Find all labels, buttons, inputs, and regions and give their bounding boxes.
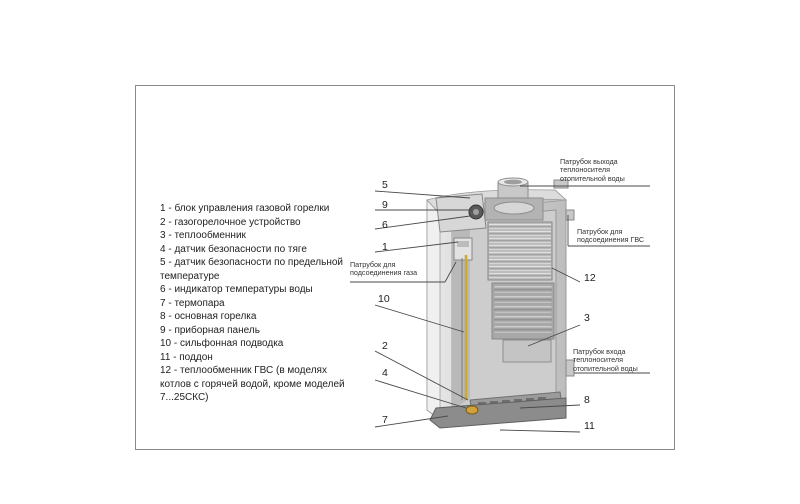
heating-outlet-label: Патрубок выхода теплоносителя отопительн… (560, 157, 625, 183)
burner-assembly (429, 391, 567, 429)
legend-item: 3 - теплообменник (160, 230, 246, 241)
legend-item: 11 - поддон (160, 351, 213, 363)
marker-12: 12 (584, 272, 596, 284)
flue-outlet (484, 177, 544, 221)
legend-item: 2 - газогорелочное устройство (160, 216, 301, 228)
gas-connection-label: Патрубок для подсоединения газа (350, 260, 418, 278)
marker-2: 2 (382, 340, 388, 352)
legend-item: 7 - термопара (160, 297, 225, 309)
marker-3: 3 (584, 312, 590, 324)
marker-6: 6 (382, 219, 388, 231)
leader-lines (350, 185, 650, 433)
heating-inlet-pipe (565, 359, 575, 377)
legend-item: 8 - основная горелка (160, 311, 257, 322)
legend-item: 4 - датчик безопасности по тяге (160, 243, 307, 255)
marker-8: 8 (584, 394, 590, 406)
legend-item: 12 - теплообменник ГВС (в моделях котлов… (160, 365, 345, 403)
marker-5: 5 (382, 179, 388, 191)
dhw-connection-label: Патрубок для подсоединения ГВС (577, 227, 645, 245)
marker-1: 1 (382, 241, 388, 253)
legend-item: 9 - приборная панель (160, 324, 260, 336)
parts-legend: 1 - блок управления газовой горелки 2 - … (160, 202, 350, 405)
main-heat-exchanger (491, 282, 555, 363)
marker-4: 4 (382, 367, 388, 379)
legend-item: 6 - индикатор температуры воды (160, 284, 313, 295)
marker-11: 11 (584, 420, 595, 432)
marker-9: 9 (382, 199, 388, 211)
dhw-pipe (565, 209, 575, 221)
marker-7: 7 (382, 414, 388, 426)
heating-inlet-label: Патрубок входа теплоносителя отопительно… (573, 347, 638, 373)
dhw-coil-heat-exchanger (487, 221, 553, 281)
legend-item: 5 - датчик безопасности по предельной те… (160, 257, 344, 282)
marker-10: 10 (378, 293, 390, 305)
legend-item: 10 - сильфонная подводка (160, 338, 284, 349)
heating-outlet-pipe (553, 179, 569, 189)
legend-item: 1 - блок управления газовой горелки (160, 203, 330, 214)
